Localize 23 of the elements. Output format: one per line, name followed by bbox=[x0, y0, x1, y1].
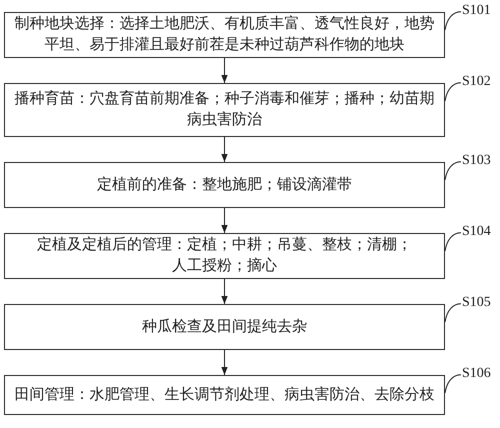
step-label: S104 bbox=[462, 224, 491, 240]
arrow bbox=[221, 136, 228, 162]
step-label: S101 bbox=[462, 3, 491, 19]
arrow bbox=[221, 208, 228, 234]
leader-line bbox=[444, 232, 462, 252]
step-label: S103 bbox=[462, 153, 491, 169]
process-box: 定植及定植后的管理：定植；中耕；吊蔓、整枝；清棚；人工授粉；摘心 bbox=[4, 233, 445, 279]
leader-line bbox=[444, 374, 462, 394]
process-box: 田间管理：水肥管理、生长调节剂处理、病虫害防治、去除分枝 bbox=[4, 375, 445, 415]
process-box: 定植前的准备：整地施肥；铺设滴灌带 bbox=[4, 162, 445, 208]
leader-line bbox=[444, 82, 462, 102]
step-label: S105 bbox=[462, 295, 491, 311]
leader-line bbox=[444, 303, 462, 322]
process-box: 播种育苗：穴盘育苗前期准备；种子消毒和催芽；播种；幼苗期病虫害防治 bbox=[4, 83, 445, 137]
process-box: 制种地块选择：选择土地肥沃、有机质丰富、透气性良好，地势平坦、易于排灌且最好前茬是未种过葫芦科作物的地块 bbox=[4, 12, 445, 58]
step-label: S106 bbox=[462, 366, 491, 382]
arrow bbox=[221, 58, 228, 84]
process-box: 种瓜检查及田间提纯去杂 bbox=[4, 304, 445, 350]
arrow bbox=[221, 350, 228, 376]
leader-line bbox=[444, 161, 462, 180]
arrow bbox=[221, 278, 228, 304]
step-label: S102 bbox=[462, 74, 491, 90]
leader-line bbox=[444, 11, 462, 30]
